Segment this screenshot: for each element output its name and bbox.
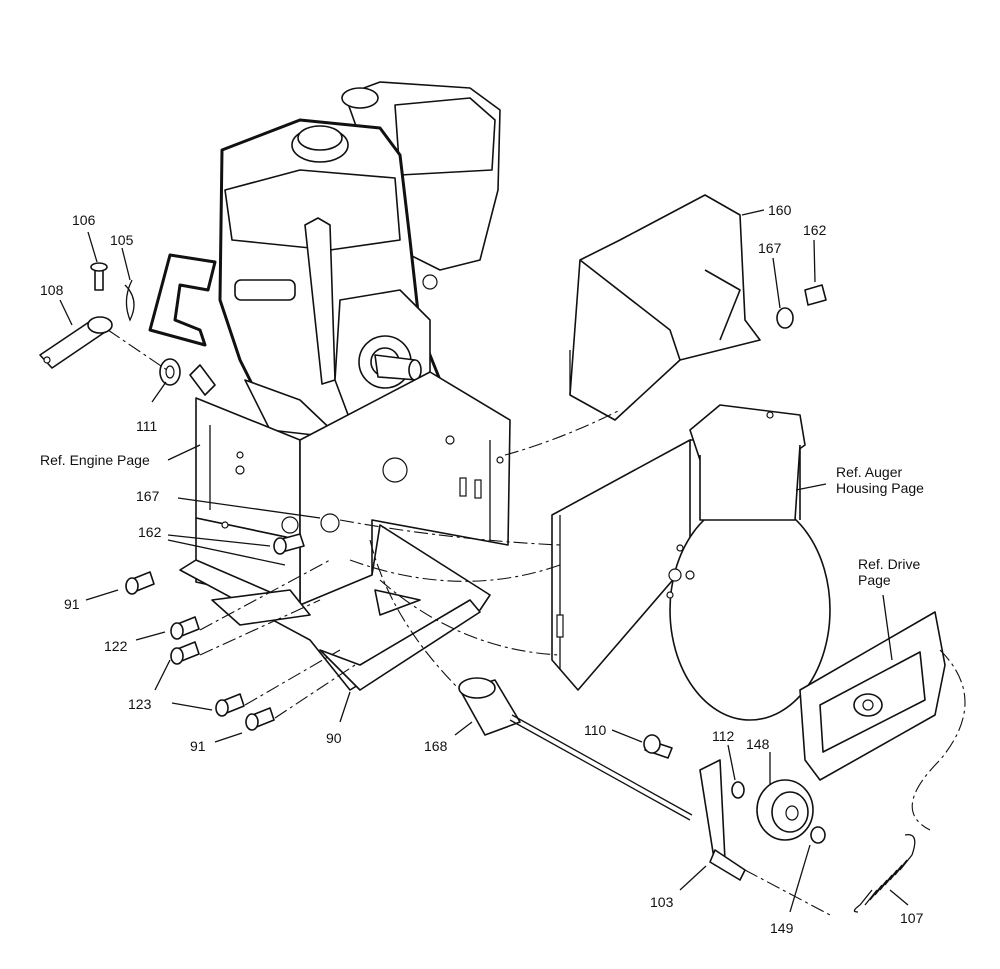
phantom-lines [107, 329, 966, 916]
callout-111: 111 [136, 418, 158, 434]
callout-106: 106 [72, 212, 96, 228]
callout-162-top: 162 [803, 222, 827, 238]
callout-149: 149 [770, 920, 794, 936]
callout-167-top: 167 [758, 240, 782, 256]
callout-90: 90 [326, 730, 342, 746]
callout-91-bottom: 91 [190, 738, 206, 754]
callout-91-top: 91 [64, 596, 80, 612]
callout-112: 112 [712, 728, 735, 744]
callout-123: 123 [128, 696, 152, 712]
callout-103: 103 [650, 894, 674, 910]
callout-168: 168 [424, 738, 448, 754]
callout-105: 105 [110, 232, 134, 248]
drive-plate [799, 611, 946, 781]
callout-162-mid: 162 [138, 524, 162, 540]
auger-housing [551, 404, 831, 721]
callout-122: 122 [104, 638, 128, 654]
callout-108: 108 [40, 282, 64, 298]
callout-160: 160 [768, 202, 792, 218]
callout-167-mid: 167 [136, 488, 160, 504]
engine [148, 81, 501, 442]
leader-lines [59, 209, 909, 913]
frame [179, 371, 511, 691]
callout-148: 148 [746, 736, 770, 752]
spring [853, 834, 916, 913]
ref-engine-page: Ref. Engine Page [40, 452, 150, 468]
idler-assembly [458, 677, 826, 881]
belt-cover [569, 194, 761, 421]
ref-auger-housing-page: Ref. Auger Housing Page [836, 464, 924, 496]
callout-107: 107 [900, 910, 924, 926]
ref-drive-page: Ref. Drive Page [858, 556, 921, 588]
callout-110: 110 [584, 722, 607, 738]
bolts [125, 284, 827, 731]
